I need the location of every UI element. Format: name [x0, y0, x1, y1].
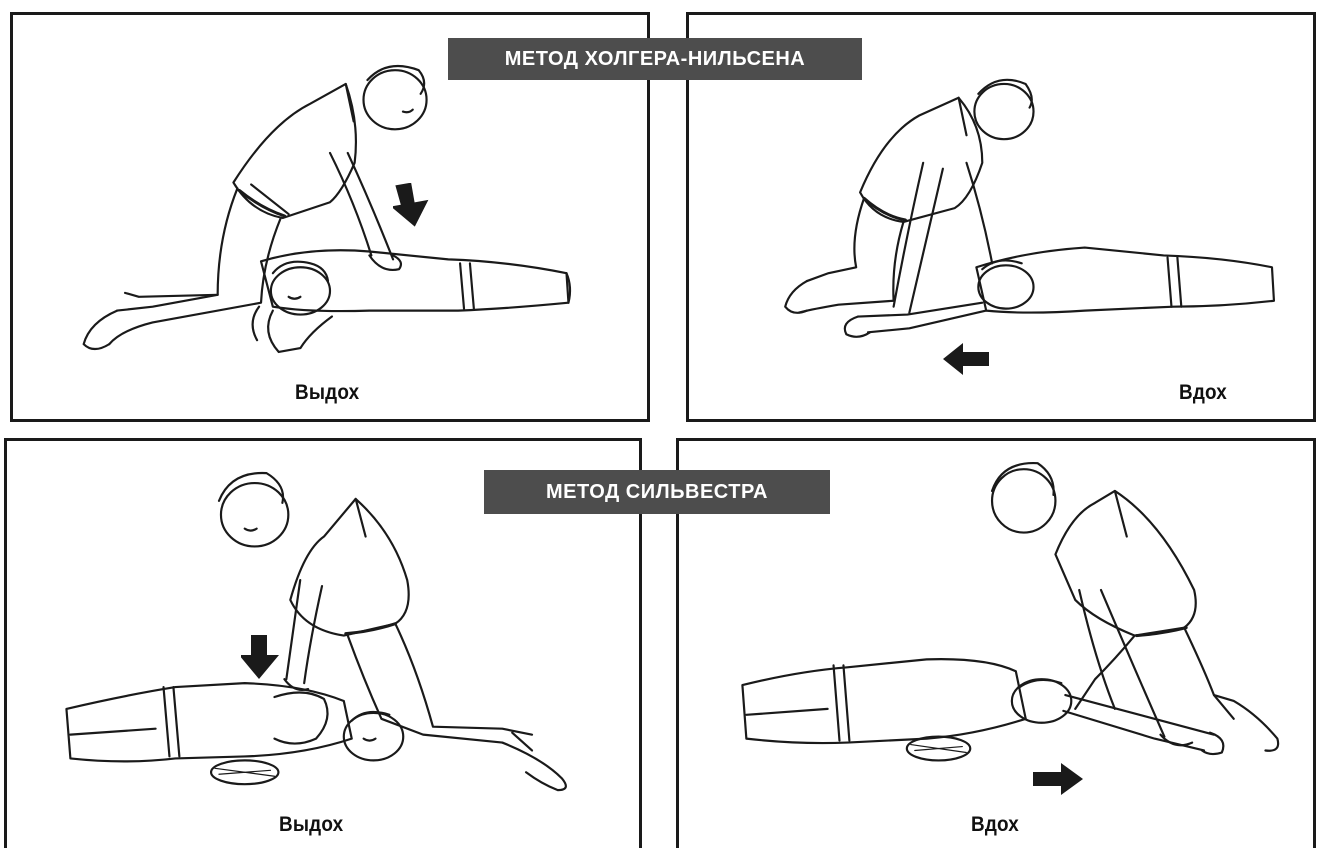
caption-exhale: Выдох — [295, 381, 359, 405]
method-title-holger-nielsen: МЕТОД ХОЛГЕРА-НИЛЬСЕНА — [448, 38, 862, 80]
arrow-right-icon — [1033, 759, 1085, 799]
caption-inhale: Вдох — [1179, 381, 1227, 405]
method-title-silvester: МЕТОД СИЛЬВЕСТРА — [484, 470, 830, 514]
caption-exhale: Выдох — [279, 813, 343, 837]
arrow-left-icon — [943, 341, 991, 377]
caption-inhale: Вдох — [971, 813, 1019, 837]
arrow-down-icon — [241, 635, 281, 681]
arrow-down-icon — [393, 183, 433, 229]
